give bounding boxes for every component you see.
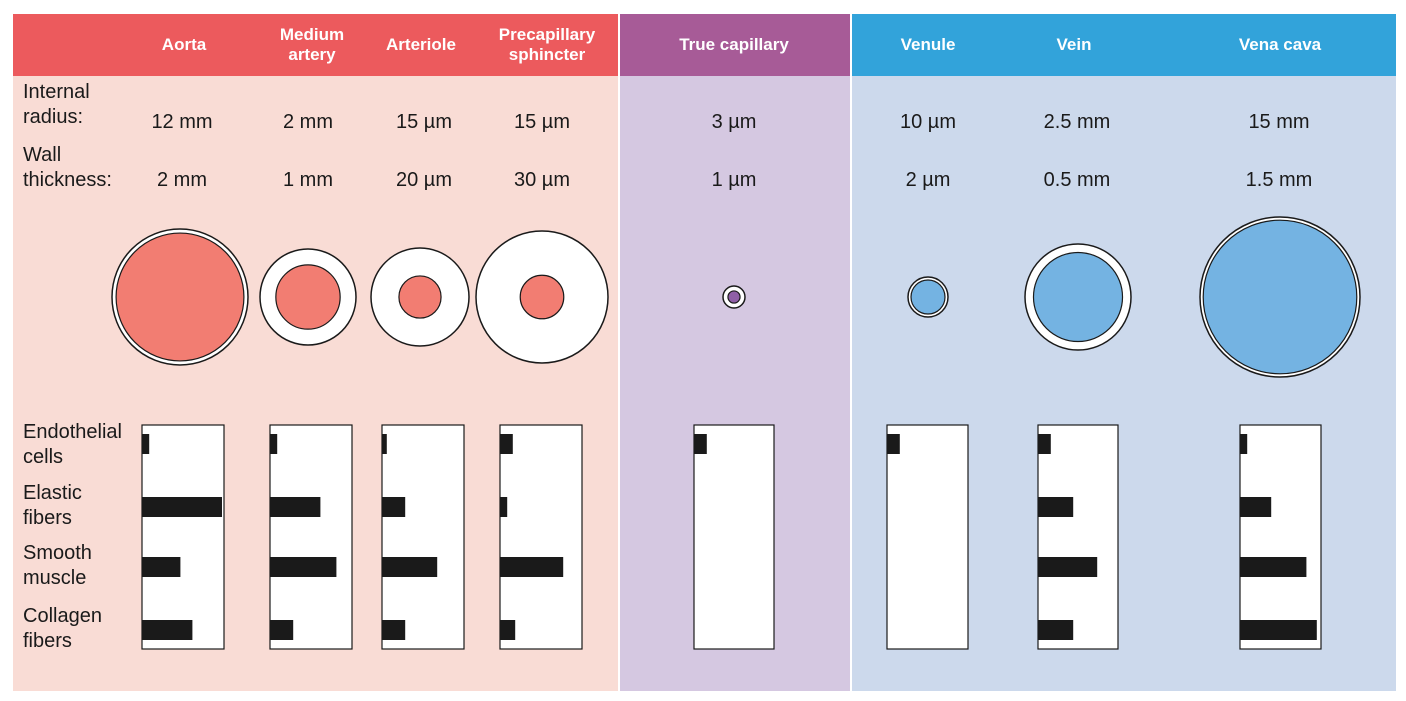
bar-collagen-arteriole — [382, 620, 406, 640]
wall-precapillary-sphincter: 30 µm — [514, 169, 570, 191]
header-vena-cava: Vena cava — [1238, 35, 1322, 54]
arteries-header-bar — [13, 14, 618, 76]
composition-box-precapillary-sphincter — [499, 424, 583, 650]
bar-elastic-medium-artery — [270, 497, 321, 517]
wall-vena-cava: 1.5 mm — [1245, 169, 1313, 191]
bar-smooth-precapillary-sphincter — [500, 557, 564, 577]
bar-elastic-vein — [1038, 497, 1074, 517]
header-vein: Vein — [1056, 35, 1092, 54]
wall-aorta: 2 mm — [157, 169, 207, 191]
radius-medium-artery: 2 mm — [283, 111, 333, 133]
radius-aorta: 12 mm — [151, 111, 213, 133]
bar-endothelial-arteriole — [382, 434, 387, 454]
label-internal-radius: Internal radius: — [23, 81, 90, 128]
bar-collagen-aorta — [142, 620, 193, 640]
bar-elastic-vena-cava — [1240, 497, 1272, 517]
radius-venule: 10 µm — [900, 111, 956, 133]
wall-venule: 2 µm — [905, 169, 951, 191]
bar-endothelial-true-capillary — [694, 434, 707, 454]
bar-elastic-arteriole — [382, 497, 406, 517]
wall-true-capillary: 1 µm — [711, 169, 757, 191]
radius-true-capillary: 3 µm — [711, 111, 757, 133]
bar-elastic-aorta — [142, 497, 222, 517]
vessel-lumen-true-capillary — [727, 290, 741, 304]
composition-box-aorta — [141, 424, 225, 650]
vessel-lumen-venule — [910, 279, 946, 315]
divider-capillary-veins — [850, 14, 852, 691]
header-true-capillary: True capillary — [679, 35, 789, 54]
label-collagen-fibers: Collagen fibers — [23, 605, 102, 652]
header-venule: Venule — [900, 35, 956, 54]
bar-collagen-precapillary-sphincter — [500, 620, 516, 640]
composition-box-true-capillary — [693, 424, 775, 650]
composition-box-vena-cava — [1239, 424, 1322, 650]
wall-medium-artery: 1 mm — [283, 169, 333, 191]
bar-smooth-medium-artery — [270, 557, 337, 577]
label-elastic-fibers: Elastic fibers — [23, 482, 82, 529]
bar-smooth-vena-cava — [1240, 557, 1307, 577]
bar-endothelial-venule — [887, 434, 900, 454]
radius-arteriole: 15 µm — [396, 111, 452, 133]
bar-smooth-aorta — [142, 557, 181, 577]
bar-endothelial-vein — [1038, 434, 1051, 454]
vessel-lumen-precapillary-sphincter — [519, 274, 565, 320]
bar-collagen-vein — [1038, 620, 1074, 640]
bar-smooth-arteriole — [382, 557, 438, 577]
label-endothelial-cells: Endothelial cells — [23, 421, 122, 468]
header-medium-artery: Medium artery — [279, 25, 345, 64]
bar-collagen-vena-cava — [1240, 620, 1317, 640]
capillary-header-bar — [620, 14, 850, 76]
header-precapillary-sphincter: Precapillary sphincter — [498, 25, 596, 64]
bar-endothelial-precapillary-sphincter — [500, 434, 513, 454]
label-smooth-muscle: Smooth muscle — [23, 542, 92, 589]
bar-collagen-medium-artery — [270, 620, 294, 640]
composition-box-arteriole — [381, 424, 465, 650]
radius-vein: 2.5 mm — [1043, 111, 1111, 133]
bar-endothelial-aorta — [142, 434, 150, 454]
composition-box-medium-artery — [269, 424, 353, 650]
composition-box-vein — [1037, 424, 1119, 650]
radius-vena-cava: 15 mm — [1248, 111, 1310, 133]
bar-smooth-vein — [1038, 557, 1098, 577]
radius-precapillary-sphincter: 15 µm — [514, 111, 570, 133]
header-aorta: Aorta — [161, 35, 207, 54]
bar-elastic-precapillary-sphincter — [500, 497, 508, 517]
vessel-lumen-aorta — [115, 232, 245, 362]
vessel-lumen-vein — [1032, 251, 1124, 343]
wall-arteriole: 20 µm — [396, 169, 452, 191]
divider-arteries-capillary — [618, 14, 620, 691]
veins-header-bar — [852, 14, 1396, 76]
vessel-lumen-vena-cava — [1202, 219, 1358, 375]
vessel-lumen-medium-artery — [275, 264, 341, 330]
bar-endothelial-vena-cava — [1240, 434, 1248, 454]
bar-endothelial-medium-artery — [270, 434, 278, 454]
header-arteriole: Arteriole — [386, 35, 456, 54]
label-wall-thickness: Wall thickness: — [23, 144, 112, 191]
vessel-lumen-arteriole — [398, 275, 442, 319]
wall-vein: 0.5 mm — [1043, 169, 1111, 191]
composition-box-venule — [886, 424, 969, 650]
